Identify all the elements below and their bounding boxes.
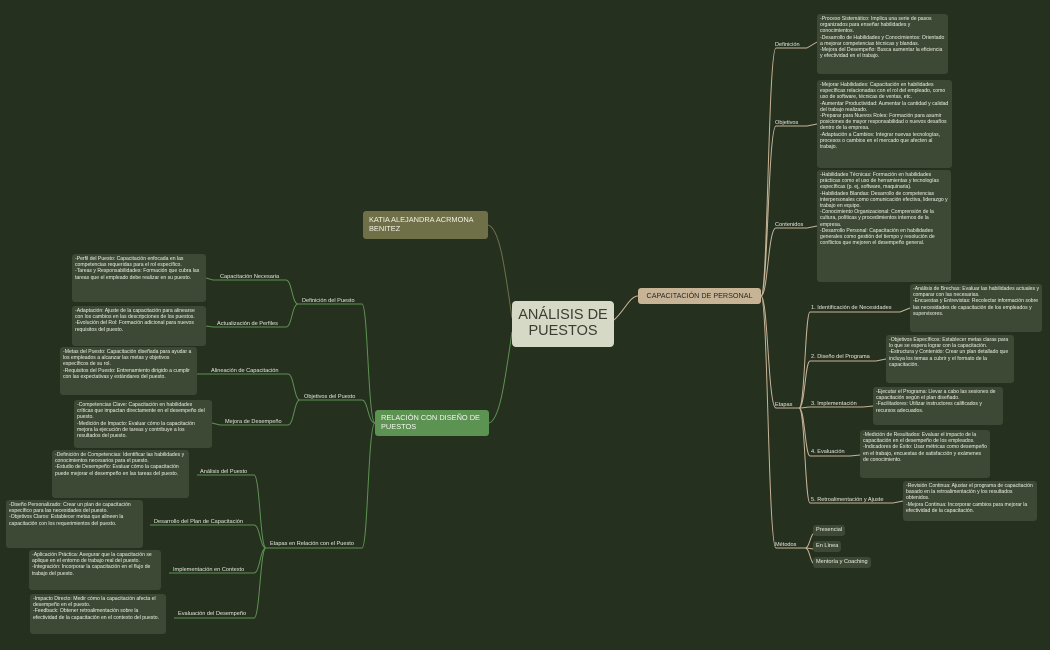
capacitacion-node[interactable]: CAPACITACIÓN DE PERSONAL xyxy=(638,288,761,304)
edge-objetivos xyxy=(760,125,777,297)
contenidos-label[interactable]: Contenidos xyxy=(775,222,804,228)
mejora-desempeno-label[interactable]: Mejora de Desempeño xyxy=(225,419,282,425)
mejora-desempeno-details: -Competencias Clave: Capacitación en hab… xyxy=(74,400,212,448)
objetivos-details: -Mejorar Habilidades: Capacitación en ha… xyxy=(817,80,952,168)
analisis-puesto-details: -Definición de Competencias: Identificar… xyxy=(52,450,189,498)
metodo-en-linea[interactable]: En Línea xyxy=(813,541,842,552)
metodo-mentoria[interactable]: Mentoría y Coaching xyxy=(813,557,871,568)
etapa-4-details: -Medición de Resultados: Evaluar el impa… xyxy=(860,430,990,478)
alineacion-details: -Metas del Puesto: Capacitación diseñada… xyxy=(60,347,197,395)
edge-definicion-puesto xyxy=(361,303,376,424)
definicion-puesto-label[interactable]: Definición del Puesto xyxy=(302,298,355,304)
edge-etapas-relacion xyxy=(361,422,376,549)
edge-author xyxy=(487,224,513,319)
metodo-presencial[interactable]: Presencial xyxy=(813,525,846,536)
edge-capacitacion xyxy=(613,295,639,321)
implementacion-contexto-details: -Aplicación Práctica: Asegurar que la ca… xyxy=(29,550,161,590)
definicion-label[interactable]: Definición xyxy=(775,42,800,48)
desarrollo-plan-label[interactable]: Desarrollo del Plan de Capacitación xyxy=(154,519,243,525)
edge-objetivos-puesto xyxy=(361,399,376,424)
implementacion-contexto-label[interactable]: Implementación en Contexto xyxy=(173,567,245,573)
central-topic[interactable]: ANÁLISIS DE PUESTOS xyxy=(512,301,614,347)
analisis-puesto-label[interactable]: Análisis del Puesto xyxy=(200,469,248,475)
actualizacion-perfiles-details: -Adaptación: Ajuste de la capacitación p… xyxy=(72,306,206,346)
alineacion-label[interactable]: Alineación de Capacitación xyxy=(211,368,279,374)
desarrollo-plan-details: -Diseño Personalizado: Crear un plan de … xyxy=(6,500,143,548)
author-node[interactable]: KATIA ALEJANDRA ACRMONA BENITEZ xyxy=(363,211,488,239)
edge-etapas xyxy=(760,295,777,409)
metodos-label[interactable]: Métodos xyxy=(775,542,797,548)
etapa-5-details: -Revisión Continua: Ajustar el programa … xyxy=(903,481,1037,521)
objetivos-label[interactable]: Objetivos xyxy=(775,120,799,126)
etapa-4-label[interactable]: 4. Evaluación xyxy=(811,449,845,455)
etapa-5-label[interactable]: 5. Retroalimentación y Ajuste xyxy=(811,497,884,503)
objetivos-puesto-label[interactable]: Objetivos del Puesto xyxy=(304,394,356,400)
capacitacion-necesaria-details: -Perfil del Puesto: Capacitación enfocad… xyxy=(72,254,206,302)
relacion-node[interactable]: RELACIÓN CON DISEÑO DE PUESTOS xyxy=(375,410,489,436)
capacitacion-necesaria-label[interactable]: Capacitación Necesaria xyxy=(220,274,280,280)
etapa-1-label[interactable]: 1. Identificación de Necesidades xyxy=(811,305,892,311)
definicion-details: -Proceso Sistemático: Implica una serie … xyxy=(817,14,948,74)
etapas-label[interactable]: Etapas xyxy=(775,402,793,408)
contenidos-details: -Habilidades Técnicas: Formación en habi… xyxy=(817,170,951,282)
etapa-3-label[interactable]: 3. Implementación xyxy=(811,401,857,407)
evaluacion-desempeno-details: -Impacto Directo: Medir cómo la capacita… xyxy=(30,594,166,634)
etapa-1-details: -Análisis de Brechas: Evaluar las habili… xyxy=(910,284,1042,332)
etapa-2-details: -Objetivos Específicos: Establecer metas… xyxy=(886,335,1014,383)
edge-relacion xyxy=(488,331,513,424)
etapa-3-details: -Ejecutar el Programa: Llevar a cabo las… xyxy=(873,387,1003,425)
edge-contenidos xyxy=(760,227,777,297)
edge-metodos xyxy=(760,295,777,549)
etapas-relacion-label[interactable]: Etapas en Relación con el Puesto xyxy=(270,541,354,547)
actualizacion-perfiles-label[interactable]: Actualización de Perfiles xyxy=(217,321,278,327)
evaluacion-desempeno-label[interactable]: Evaluación del Desempeño xyxy=(178,611,247,617)
etapa-2-label[interactable]: 2. Diseño del Programa xyxy=(811,354,870,360)
